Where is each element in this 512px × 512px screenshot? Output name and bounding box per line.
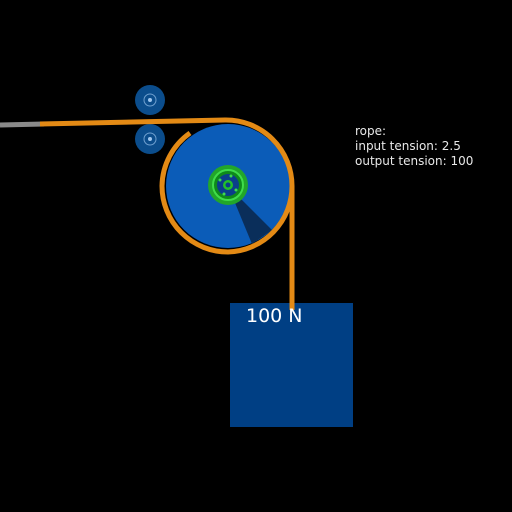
weight-box[interactable] bbox=[230, 303, 353, 427]
rope-wrap bbox=[39, 117, 295, 255]
rope-info-panel: rope: input tension: 2.5 output tension:… bbox=[355, 124, 473, 169]
capstan-hub-icon bbox=[208, 165, 248, 205]
input-tension-label: input tension: bbox=[355, 139, 438, 153]
output-tension-row: output tension: 100 bbox=[355, 154, 473, 169]
output-tension-value: 100 bbox=[450, 154, 474, 168]
input-tension-value: 2.5 bbox=[441, 139, 461, 153]
guide-roller-bottom[interactable] bbox=[135, 124, 165, 154]
rope-input-segment bbox=[0, 121, 45, 128]
input-tension-row: input tension: 2.5 bbox=[355, 139, 473, 154]
weight-label: 100 N bbox=[246, 305, 303, 327]
output-tension-label: output tension: bbox=[355, 154, 447, 168]
guide-roller-top[interactable] bbox=[135, 85, 165, 115]
rope-heading: rope: bbox=[355, 124, 387, 138]
